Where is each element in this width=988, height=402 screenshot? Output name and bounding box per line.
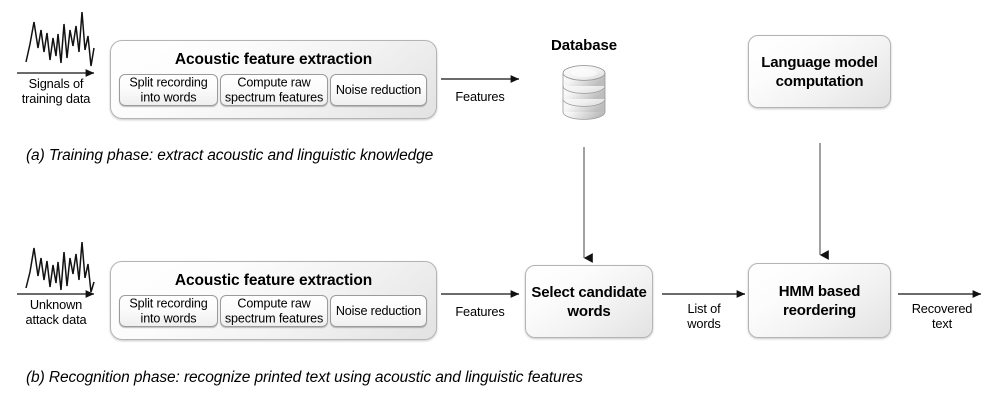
language-model-computation-label: Language model computation bbox=[761, 53, 878, 90]
step-split-recording-training[interactable]: Split recording into words bbox=[119, 74, 218, 106]
caption-recognition-phase: (b) Recognition phase: recognize printed… bbox=[26, 369, 583, 386]
step-compute-raw-spectrum-recognition[interactable]: Compute raw spectrum features bbox=[220, 295, 328, 327]
select-candidate-words-box[interactable]: Select candidate words bbox=[525, 265, 653, 338]
step-split-recording-label-recognition: Split recording into words bbox=[129, 296, 208, 326]
acoustic-box-title-recognition: Acoustic feature extraction bbox=[174, 272, 373, 289]
step-noise-reduction-recognition[interactable]: Noise reduction bbox=[330, 295, 427, 327]
step-compute-raw-spectrum-label-recognition: Compute raw spectrum features bbox=[224, 296, 324, 326]
acoustic-box-title-training: Acoustic feature extraction bbox=[174, 51, 373, 68]
select-candidate-words-label: Select candidate words bbox=[531, 283, 647, 320]
step-noise-reduction-label-training: Noise reduction bbox=[335, 82, 422, 97]
step-split-recording-recognition[interactable]: Split recording into words bbox=[119, 295, 218, 327]
label-training-input: Signals of training data bbox=[21, 76, 91, 106]
language-model-computation-box[interactable]: Language model computation bbox=[748, 35, 891, 108]
step-compute-raw-spectrum-label-training: Compute raw spectrum features bbox=[224, 75, 324, 105]
waveform-icon-training bbox=[25, 11, 95, 67]
label-recovered-text: Recovered text bbox=[911, 301, 973, 331]
database-cylinder-icon bbox=[562, 65, 606, 120]
step-noise-reduction-training[interactable]: Noise reduction bbox=[330, 74, 427, 106]
step-split-recording-label-training: Split recording into words bbox=[129, 75, 208, 105]
step-compute-raw-spectrum-training[interactable]: Compute raw spectrum features bbox=[220, 74, 328, 106]
label-features-recognition: Features bbox=[455, 304, 505, 319]
hmm-based-reordering-box[interactable]: HMM based reordering bbox=[748, 263, 891, 338]
waveform-icon-recognition bbox=[25, 241, 95, 293]
hmm-based-reordering-label: HMM based reordering bbox=[778, 282, 861, 319]
caption-training-phase: (a) Training phase: extract acoustic and… bbox=[26, 147, 434, 164]
label-list-of-words: List of words bbox=[687, 301, 721, 331]
step-noise-reduction-label-recognition: Noise reduction bbox=[335, 303, 422, 318]
database-heading: Database bbox=[551, 37, 617, 54]
label-recognition-input: Unknown attack data bbox=[25, 297, 87, 327]
label-features-training: Features bbox=[455, 89, 505, 104]
